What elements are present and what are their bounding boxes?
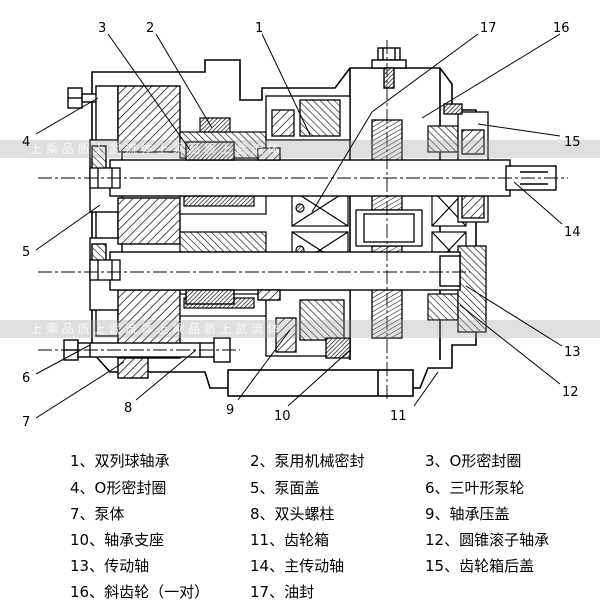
- legend-item-6: 6、三叶形泵轮: [425, 479, 525, 497]
- watermark-text-top: 上 乘 品 质 上 武 流 体 上 乘 品 质 上 武 流 体: [30, 142, 279, 156]
- callout-13: 13: [564, 345, 581, 360]
- watermark-text-bottom: 上 乘 品 质 上 武 流 体 上 乘 品 质 上 武 流 体: [30, 322, 279, 336]
- callout-16: 16: [553, 21, 570, 36]
- callout-15: 15: [564, 135, 581, 150]
- legend-item-11: 11、齿轮箱: [250, 531, 330, 549]
- legend-item-15: 15、齿轮箱后盖: [425, 557, 535, 575]
- callout-2: 2: [146, 21, 154, 36]
- leader-lines: [35, 33, 563, 419]
- callout-4: 4: [22, 135, 30, 150]
- top-cap-screw: [371, 47, 407, 89]
- center-lines: [38, 40, 568, 400]
- housing-outline: [91, 59, 477, 397]
- callout-5: 5: [22, 245, 30, 260]
- pump-cover: [89, 85, 123, 337]
- legend-item-1: 1、双列球轴承: [70, 452, 170, 470]
- callout-labels: 1 2 3 4 5 6 7 8 9 10 11 12 13 14 15 16 1…: [22, 21, 581, 430]
- legend-item-9: 9、轴承压盖: [425, 505, 510, 523]
- callout-12: 12: [562, 385, 579, 400]
- callout-7: 7: [22, 415, 30, 430]
- callout-17: 17: [480, 21, 497, 36]
- callout-10: 10: [274, 409, 291, 424]
- callout-3: 3: [98, 21, 106, 36]
- legend-item-16: 16、斜齿轮（一对）: [70, 583, 210, 600]
- pump-cross-section-drawing: 上 乘 品 质 上 武 流 体 上 乘 品 质 上 武 流 体 上 乘 品 质 …: [0, 21, 600, 430]
- legend-item-10: 10、轴承支座: [70, 531, 165, 549]
- legend-item-13: 13、传动轴: [70, 557, 150, 575]
- callout-8: 8: [124, 401, 132, 416]
- legend-item-14: 14、主传动轴: [250, 557, 345, 575]
- callout-6: 6: [22, 371, 30, 386]
- callout-11: 11: [390, 409, 407, 424]
- legend-item-7: 7、泵体: [70, 505, 125, 523]
- legend-item-5: 5、泵面盖: [250, 479, 320, 497]
- left-bolt: [67, 87, 107, 109]
- watermark: 上 乘 品 质 上 武 流 体 上 乘 品 质 上 武 流 体 上 乘 品 质 …: [0, 140, 600, 338]
- legend-item-3: 3、O形密封圈: [425, 452, 522, 470]
- legend-item-4: 4、O形密封圈: [70, 479, 167, 497]
- legend-item-12: 12、圆锥滚子轴承: [425, 531, 550, 549]
- callout-9: 9: [226, 403, 234, 418]
- parts-legend: 1、双列球轴承 2、泵用机械密封 3、O形密封圈 4、O形密封圈 5、泵面盖 6…: [0, 440, 600, 600]
- callout-14: 14: [564, 225, 581, 240]
- legend-item-2: 2、泵用机械密封: [250, 452, 365, 470]
- legend-item-17: 17、油封: [250, 583, 315, 600]
- legend-item-8: 8、双头螺柱: [250, 505, 335, 523]
- bearing-seat: [265, 95, 351, 359]
- callout-1: 1: [255, 21, 263, 36]
- drive-shaft: [109, 251, 461, 305]
